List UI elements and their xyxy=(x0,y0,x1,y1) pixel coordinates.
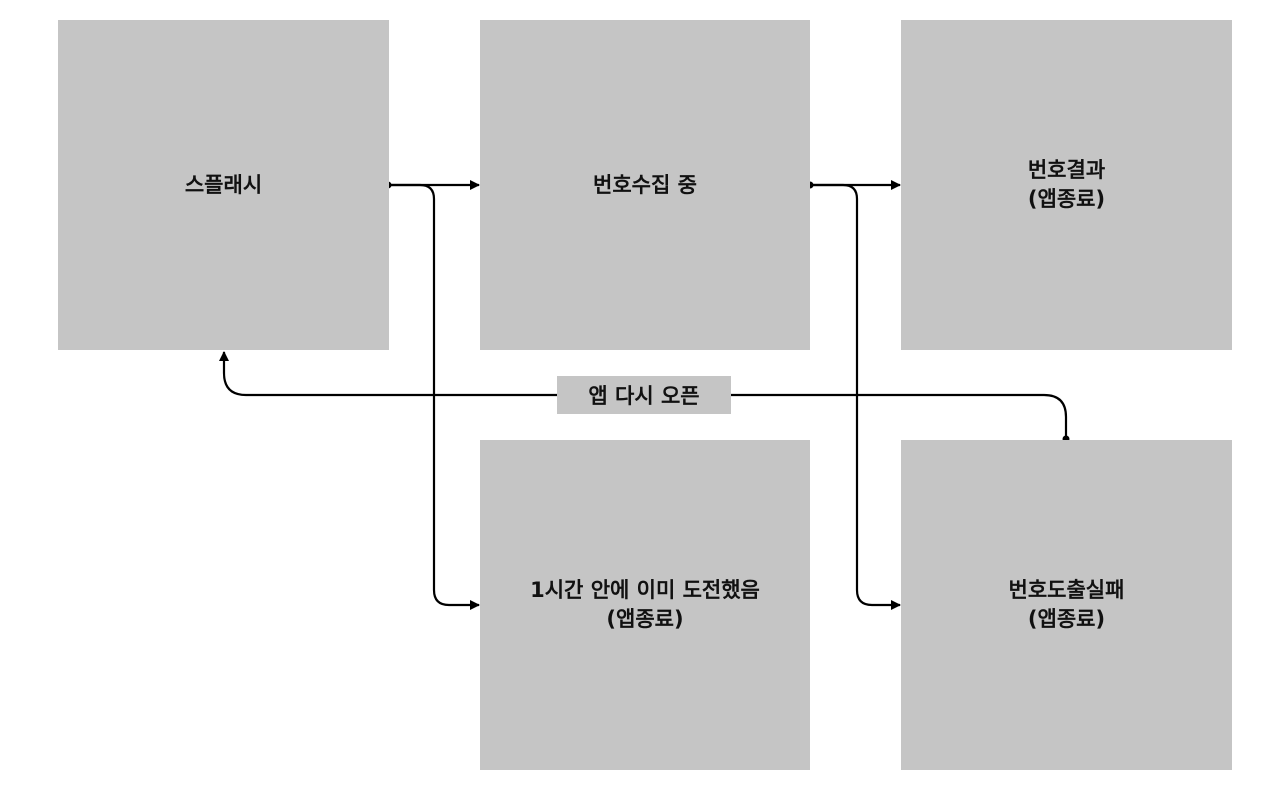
node-collecting: 번호수집 중 xyxy=(480,20,810,350)
node-already-tried-label: 1시간 안에 이미 도전했음 (앱종료) xyxy=(530,578,760,631)
node-result: 번호결과 (앱종료) xyxy=(901,20,1232,350)
node-failed: 번호도출실패 (앱종료) xyxy=(901,440,1232,770)
node-splash-label: 스플래시 xyxy=(184,172,263,197)
edge-label-reopen: 앱 다시 오픈 xyxy=(557,376,731,414)
node-failed-label: 번호도출실패 (앱종료) xyxy=(1008,578,1125,631)
node-already-tried: 1시간 안에 이미 도전했음 (앱종료) xyxy=(480,440,810,770)
node-splash: 스플래시 xyxy=(58,20,389,350)
node-collecting-label: 번호수집 중 xyxy=(593,172,697,197)
node-result-label: 번호결과 (앱종료) xyxy=(1027,158,1106,211)
